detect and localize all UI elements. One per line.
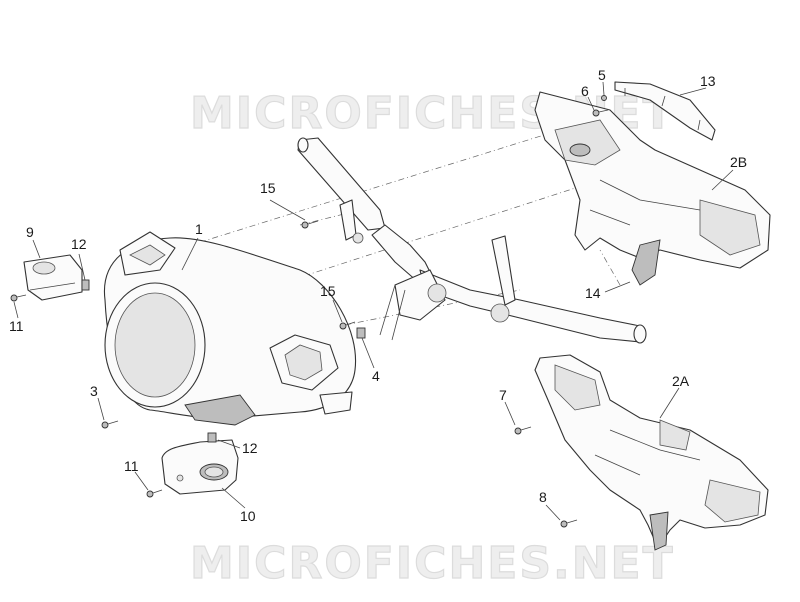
callout-6: 6 [581, 83, 589, 99]
screw-15-lower-icon [339, 321, 356, 330]
part-9-switch-cover [23, 254, 83, 301]
handlebar-tube [297, 137, 647, 344]
screw-11-upper-icon [10, 294, 27, 302]
clip-12-upper-icon [81, 279, 90, 291]
part-10-switch-cover [161, 439, 239, 495]
callout-13: 13 [700, 73, 716, 89]
callout-9: 9 [26, 224, 34, 240]
watermark-bottom: MICROFICHES.NET [190, 538, 675, 589]
callout-11-lower: 11 [124, 458, 139, 474]
part-2B-rear-cover [534, 91, 771, 286]
screw-6-icon [592, 109, 609, 117]
callout-10: 10 [240, 508, 256, 524]
callout-7: 7 [499, 387, 507, 403]
screw-3-icon [101, 420, 119, 429]
callout-15-upper: 15 [260, 180, 276, 196]
clip-12-lower-icon [207, 432, 217, 443]
callout-5: 5 [598, 67, 606, 83]
screw-11-lower-icon [146, 489, 163, 498]
screw-15-upper-icon [301, 220, 319, 229]
callouts: 1 2A 2B 3 4 5 6 7 8 9 10 11 11 12 12 13 … [9, 67, 747, 524]
part-1-front-cover [103, 231, 357, 426]
clip-4-icon [356, 327, 366, 339]
callout-3: 3 [90, 383, 98, 399]
callout-12-upper: 12 [71, 236, 87, 252]
callout-8: 8 [539, 489, 547, 505]
callout-2B: 2B [730, 154, 747, 170]
callout-15-lower: 15 [320, 283, 336, 299]
leader-lines [13, 81, 734, 521]
hardware [10, 95, 609, 528]
part-13-trim-strip [614, 81, 716, 141]
callout-4: 4 [372, 368, 380, 384]
screw-5-icon [601, 95, 607, 101]
screw-7-icon [514, 426, 532, 435]
screw-8-icon [560, 519, 578, 528]
callout-2A: 2A [672, 373, 690, 389]
part-2A-front-lower-cover [534, 354, 769, 551]
callout-12-lower: 12 [242, 440, 258, 456]
callout-11-upper: 11 [9, 318, 24, 334]
callout-14: 14 [585, 285, 601, 301]
callout-1: 1 [195, 221, 203, 237]
